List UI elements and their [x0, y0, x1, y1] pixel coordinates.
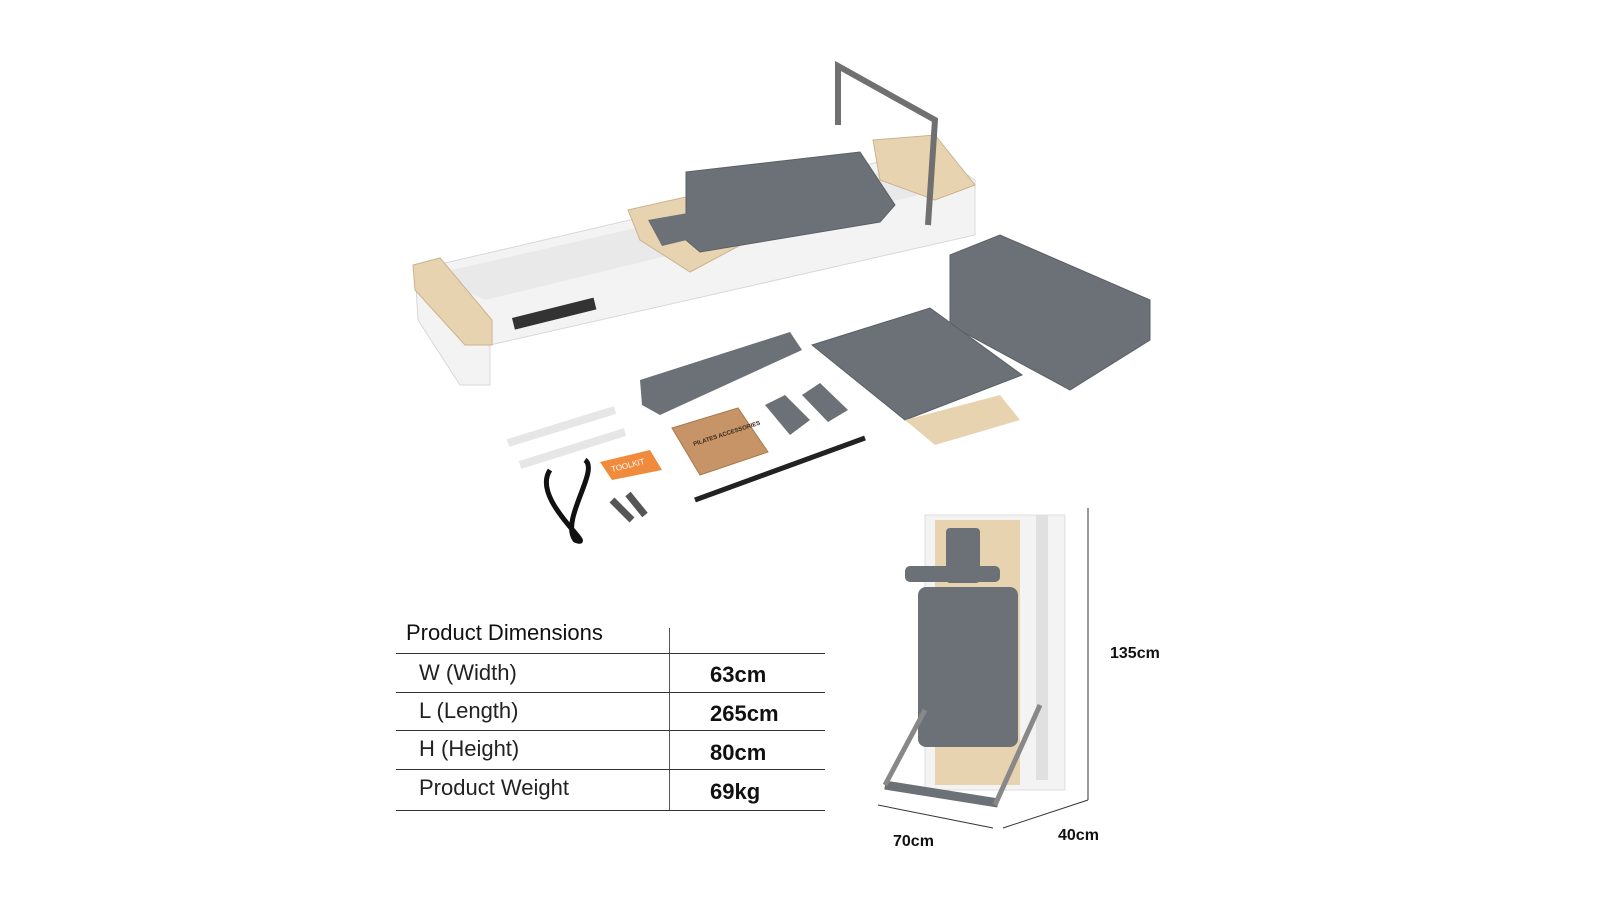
- folded-height-label: 135cm: [1110, 645, 1160, 662]
- table-divider: [396, 653, 825, 654]
- jumpboard-pad: [810, 307, 1024, 421]
- spec-value-height: 80cm: [710, 740, 767, 765]
- table-divider: [396, 730, 825, 731]
- dimension-lines: [877, 508, 1089, 829]
- reformer-machine: [412, 60, 976, 386]
- spec-table-header: Product Dimensions: [406, 620, 603, 645]
- spec-label-width: W (Width): [419, 660, 517, 685]
- spec-value-width: 63cm: [710, 662, 767, 687]
- folded-width-label: 70cm: [893, 833, 934, 850]
- spec-value-weight: 69kg: [710, 779, 761, 804]
- table-divider: [396, 769, 825, 770]
- spec-value-length: 265cm: [710, 701, 779, 726]
- brand-label: [512, 297, 597, 330]
- spec-label-length: L (Length): [419, 698, 519, 723]
- strap: [694, 435, 866, 503]
- spec-label-weight: Product Weight: [419, 775, 570, 800]
- folded-reformer: [882, 514, 1066, 808]
- platform-pad: [640, 332, 802, 415]
- toolkit-pouch: [600, 450, 662, 480]
- ropes: [543, 457, 591, 544]
- spec-table-divider: [669, 628, 670, 810]
- spec-label-height: H (Height): [419, 736, 520, 761]
- accessories-box: [671, 407, 769, 476]
- table-divider: [396, 810, 825, 811]
- folded-depth-label: 40cm: [1058, 827, 1099, 844]
- table-divider: [396, 692, 825, 693]
- accessories: PILATES ACCESSORIES TOOLKIT: [506, 234, 1151, 544]
